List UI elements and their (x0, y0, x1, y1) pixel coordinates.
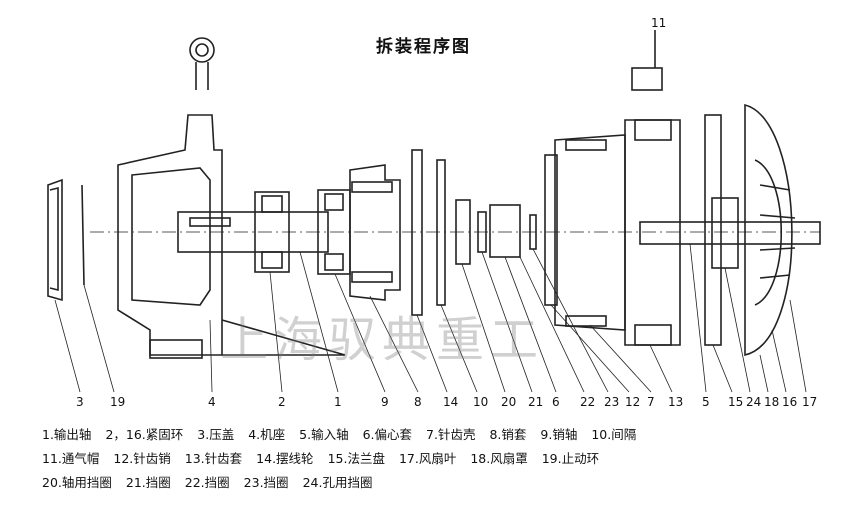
legend-item: 10.间隔 (591, 427, 637, 442)
legend-item: 22.挡圈 (184, 475, 230, 490)
legend-item: 9.销轴 (540, 427, 578, 442)
legend-item: 6.偏心套 (362, 427, 413, 442)
part-number-label: 23 (604, 395, 619, 409)
part-number-label: 16 (782, 395, 797, 409)
part-number-label: 24 (746, 395, 761, 409)
part-number-label: 19 (110, 395, 125, 409)
part-number-label: 10 (473, 395, 488, 409)
watermark-text: 上海驭典重工 (220, 312, 545, 368)
legend-row: 1.输出轴 2，16.紧固环 3.压盖 4.机座 5.输入轴 6.偏心套 7.针齿壳 8.销套… (42, 423, 822, 447)
part-number-label: 6 (552, 395, 560, 409)
part-number-label: 3 (76, 395, 84, 409)
part-number-label: 8 (414, 395, 422, 409)
legend-item: 19.止动环 (541, 451, 600, 466)
legend-item: 24.孔用挡圈 (302, 475, 373, 490)
legend-item: 14.摆线轮 (256, 451, 314, 466)
legend-item: 20.轴用挡圈 (42, 475, 112, 490)
legend-item: 21.挡圈 (125, 475, 171, 490)
legend-item: 5.输入轴 (299, 427, 349, 442)
part-number-label: 21 (528, 395, 543, 409)
legend-item: 13.针齿套 (184, 451, 243, 466)
part-number-label: 20 (501, 395, 516, 409)
part-number-label: 15 (728, 395, 743, 409)
part-number-label: 7 (647, 395, 655, 409)
legend-item: 23.挡圈 (243, 475, 289, 490)
parts-legend: 1.输出轴 2，16.紧固环 3.压盖 4.机座 5.输入轴 6.偏心套 7.针齿壳 8.销套… (42, 423, 822, 495)
legend-item: 2，16.紧固环 (105, 427, 184, 442)
part-number-label: 14 (443, 395, 458, 409)
legend-row: 11.通气帽 12.针齿销 13.针齿套 14.摆线轮 15.法兰盘 17.风扇叶 18.风… (42, 447, 822, 471)
legend-item: 18.风扇罩 (470, 451, 528, 466)
part-number-label: 18 (764, 395, 779, 409)
callout-label: 11 (651, 16, 666, 30)
legend-item: 12.针齿销 (113, 451, 171, 466)
legend-item: 17.风扇叶 (398, 451, 457, 466)
part-number-label: 5 (702, 395, 710, 409)
diagram-title: 拆装程序图 (376, 37, 471, 57)
part-number-label: 13 (668, 395, 683, 409)
part-number-label: 1 (334, 395, 342, 409)
legend-item: 11.通气帽 (42, 451, 100, 466)
legend-item: 8.销套 (489, 427, 527, 442)
legend-item: 15.法兰盘 (327, 451, 385, 466)
legend-item: 3.压盖 (197, 427, 235, 442)
legend-item: 4.机座 (248, 427, 286, 442)
legend-item: 7.针齿壳 (426, 427, 476, 442)
part-number-label: 12 (625, 395, 640, 409)
part-number-label: 17 (802, 395, 817, 409)
legend-item: 1.输出轴 (42, 427, 92, 442)
part-number-label: 9 (381, 395, 389, 409)
legend-row: 20.轴用挡圈 21.挡圈 22.挡圈 23.挡圈 24.孔用挡圈 (42, 471, 822, 495)
part-number-label: 22 (580, 395, 595, 409)
part-number-label: 2 (278, 395, 286, 409)
part-number-label: 4 (208, 395, 216, 409)
